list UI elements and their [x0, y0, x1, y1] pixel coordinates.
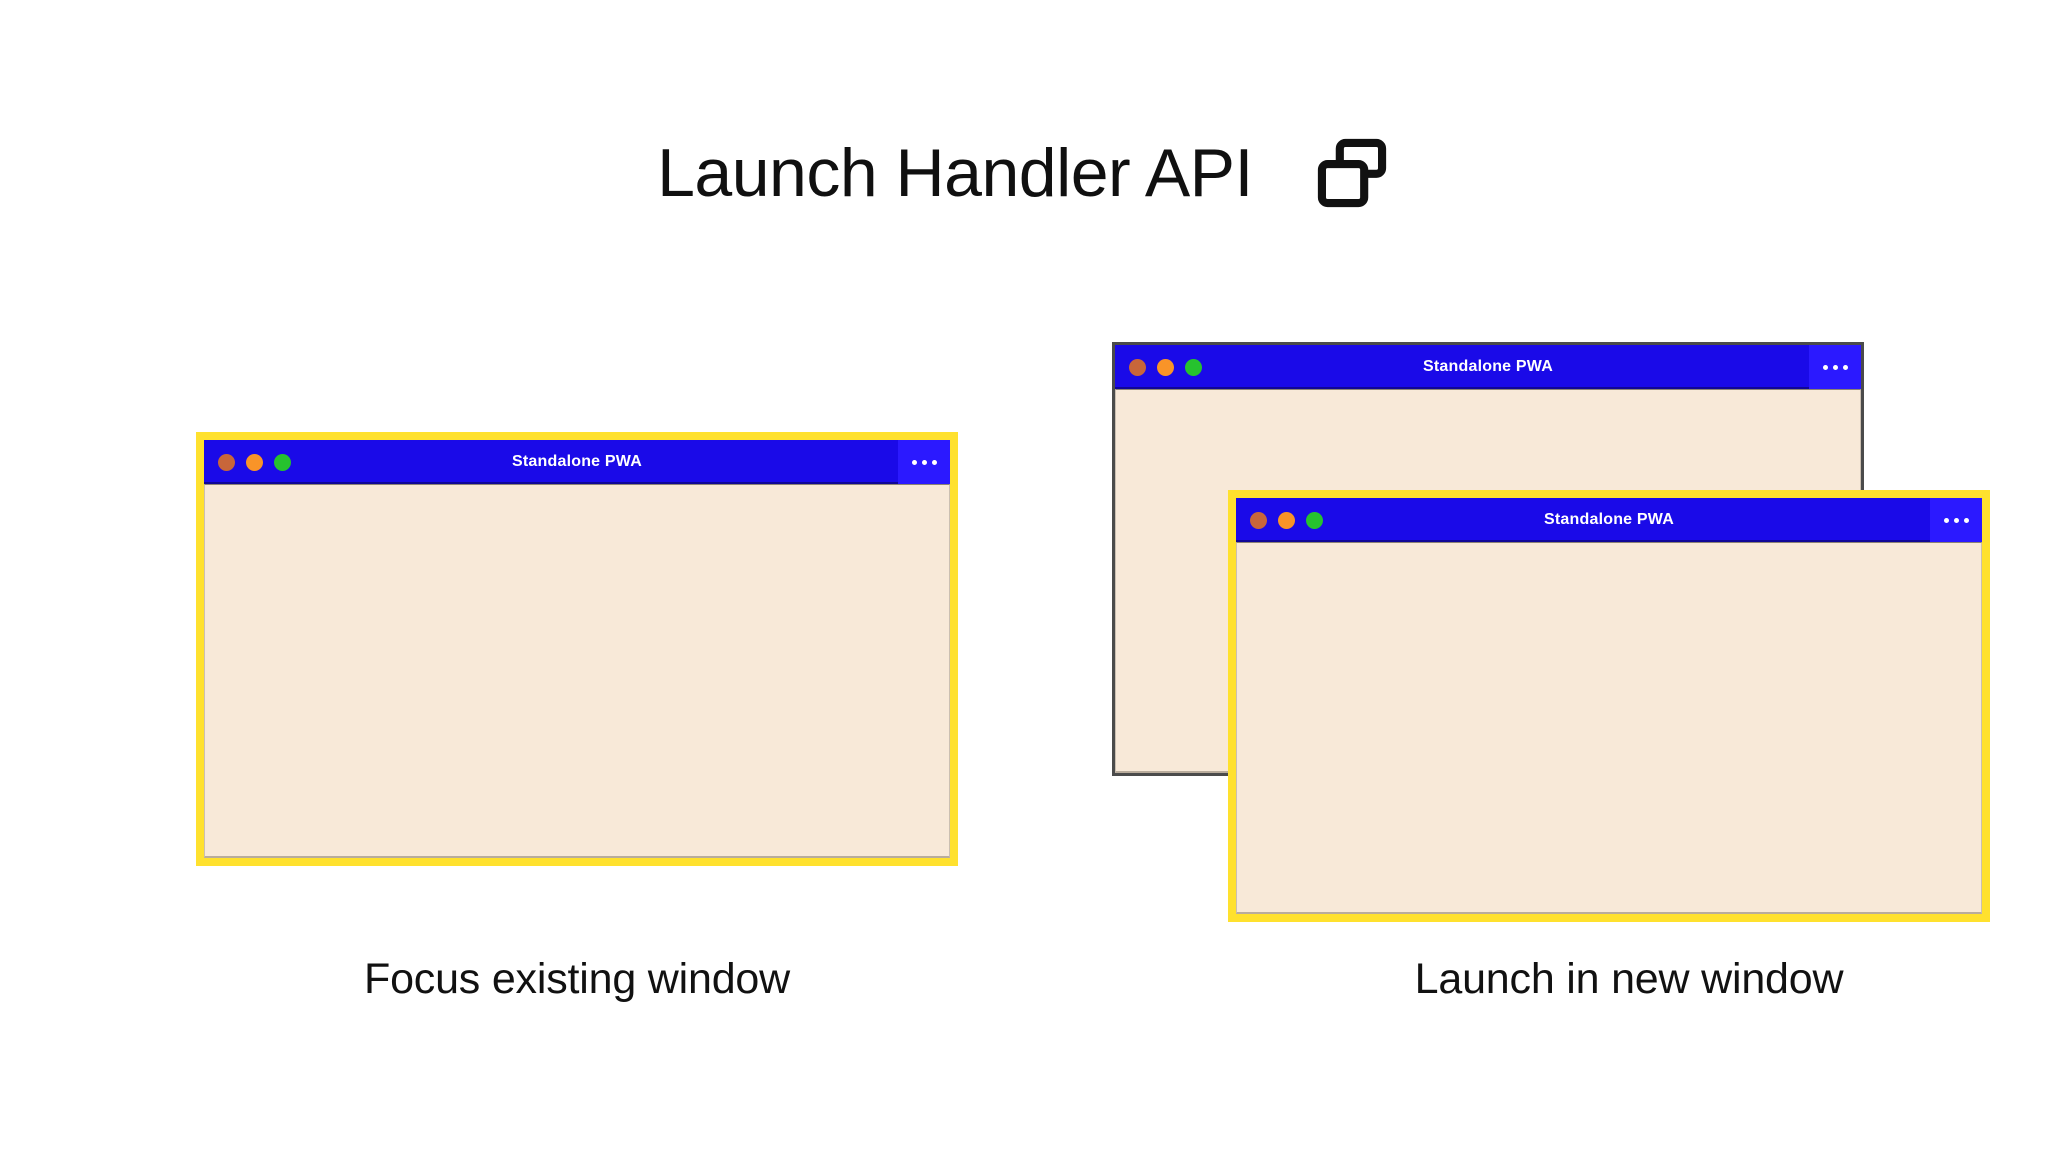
- pwa-window-newly-launched[interactable]: Standalone PWA: [1228, 490, 1990, 922]
- menu-dot-3: [1842, 364, 1848, 370]
- window-content-area[interactable]: [204, 484, 950, 858]
- menu-dot-2: [1832, 364, 1838, 370]
- window-menu-button[interactable]: [898, 440, 950, 484]
- maximize-button-dot[interactable]: [1185, 358, 1202, 376]
- page-title: Launch Handler API: [657, 135, 1253, 211]
- window-titlebar[interactable]: Standalone PWA: [1115, 345, 1861, 389]
- traffic-light-buttons[interactable]: [1250, 498, 1323, 542]
- window-title: Standalone PWA: [512, 453, 642, 470]
- windows-overlap-icon: [1317, 138, 1387, 208]
- menu-dot-1: [1822, 364, 1828, 370]
- menu-dot-2: [1953, 517, 1959, 523]
- minimize-button-dot[interactable]: [1278, 511, 1295, 529]
- pwa-window-focused-existing[interactable]: Standalone PWA: [196, 432, 958, 866]
- minimize-button-dot[interactable]: [1157, 358, 1174, 376]
- caption-launch-in-new-window: Launch in new window: [1414, 955, 1844, 1003]
- close-button-dot[interactable]: [218, 453, 235, 471]
- menu-dot-1: [1943, 517, 1949, 523]
- window-menu-button[interactable]: [1930, 498, 1982, 542]
- window-titlebar[interactable]: Standalone PWA: [1236, 498, 1982, 542]
- traffic-light-buttons[interactable]: [218, 440, 291, 484]
- menu-dot-1: [911, 459, 917, 465]
- window-menu-button[interactable]: [1809, 345, 1861, 389]
- traffic-light-buttons[interactable]: [1129, 345, 1202, 389]
- caption-focus-existing-window: Focus existing window: [364, 955, 790, 1003]
- menu-dot-3: [931, 459, 937, 465]
- window-content-area[interactable]: [1236, 542, 1982, 914]
- window-title: Standalone PWA: [1423, 358, 1553, 375]
- maximize-button-dot[interactable]: [274, 453, 291, 471]
- page-header: Launch Handler API: [0, 118, 2048, 228]
- menu-dot-2: [921, 459, 927, 465]
- close-button-dot[interactable]: [1129, 358, 1146, 376]
- close-button-dot[interactable]: [1250, 511, 1267, 529]
- window-titlebar[interactable]: Standalone PWA: [204, 440, 950, 484]
- window-inner: Standalone PWA: [204, 440, 950, 858]
- maximize-button-dot[interactable]: [1306, 511, 1323, 529]
- menu-dot-3: [1963, 517, 1969, 523]
- minimize-button-dot[interactable]: [246, 453, 263, 471]
- window-inner: Standalone PWA: [1236, 498, 1982, 914]
- window-title: Standalone PWA: [1544, 511, 1674, 528]
